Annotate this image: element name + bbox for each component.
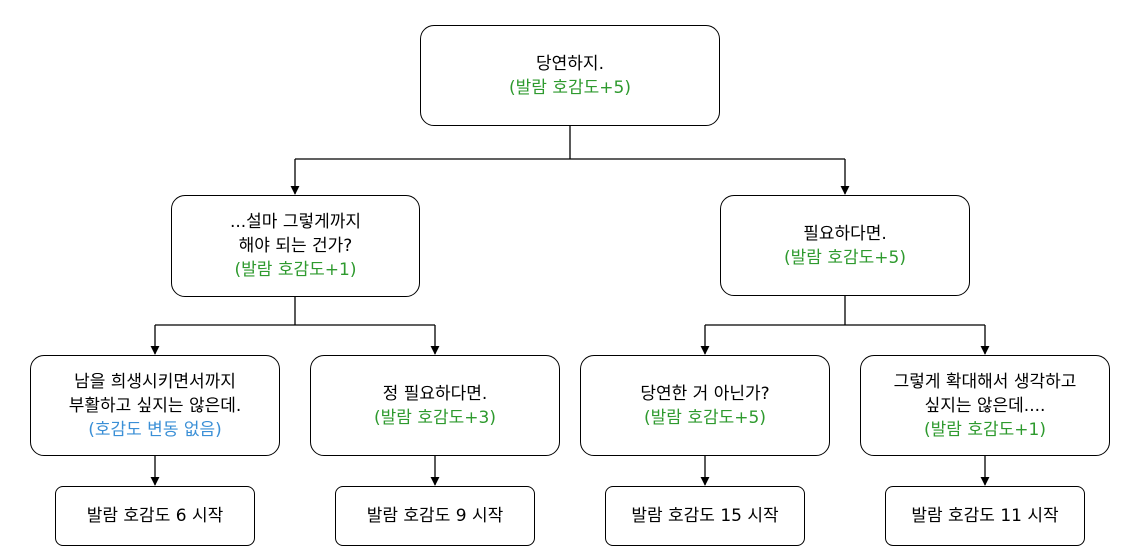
result-ll: 발람 호감도 6 시작 — [55, 486, 255, 546]
choice-text: ...설마 그렇게까지 — [229, 212, 362, 232]
connector-left — [155, 297, 435, 326]
affinity-effect: (발람 호감도+1) — [234, 260, 357, 280]
affinity-effect: (발람 호감도+1) — [924, 419, 1046, 440]
choice-left: ...설마 그렇게까지 해야 되는 건가? (발람 호감도+1) — [171, 195, 420, 297]
result-text: 발람 호감도 6 시작 — [86, 506, 224, 526]
result-text: 발람 호감도 15 시작 — [631, 506, 779, 526]
affinity-effect: (발람 호감도+5) — [784, 247, 906, 268]
choice-right: 필요하다면. (발람 호감도+5) — [720, 195, 970, 296]
choice-rl: 당연한 거 아닌가? (발람 호감도+5) — [580, 355, 830, 456]
choice-text: 그렇게 확대해서 생각하고 — [893, 371, 1077, 392]
result-rl: 발람 호감도 15 시작 — [605, 486, 805, 546]
choice-text: 남을 희생시키면서까지 — [74, 371, 236, 392]
affinity-effect: (발람 호감도+5) — [644, 407, 766, 428]
result-text: 발람 호감도 11 시작 — [911, 506, 1059, 526]
choice-lr: 정 필요하다면. (발람 호감도+3) — [310, 355, 560, 456]
affinity-effect: (발람 호감도+5) — [509, 77, 631, 98]
choice-text: 당연하지. — [536, 53, 604, 74]
result-text: 발람 호감도 9 시작 — [366, 506, 504, 526]
choice-text: 필요하다면. — [803, 223, 887, 244]
choice-text: 해야 되는 건가? — [238, 236, 353, 256]
connector-root — [295, 126, 845, 160]
affinity-effect: (발람 호감도+3) — [374, 407, 496, 428]
choice-rr: 그렇게 확대해서 생각하고 싶지는 않은데.... (발람 호감도+1) — [860, 355, 1110, 456]
choice-text: 부활하고 싶지는 않은데. — [68, 395, 242, 416]
affinity-effect: (호감도 변동 없음) — [88, 419, 222, 440]
connector-right — [705, 296, 985, 326]
choice-root: 당연하지. (발람 호감도+5) — [420, 25, 720, 126]
result-rr: 발람 호감도 11 시작 — [885, 486, 1085, 546]
choice-ll: 남을 희생시키면서까지 부활하고 싶지는 않은데. (호감도 변동 없음) — [30, 355, 280, 456]
choice-text: 정 필요하다면. — [382, 383, 488, 404]
result-lr: 발람 호감도 9 시작 — [335, 486, 535, 546]
choice-text: 당연한 거 아닌가? — [640, 383, 770, 404]
choice-text: 싶지는 않은데.... — [924, 395, 1046, 416]
